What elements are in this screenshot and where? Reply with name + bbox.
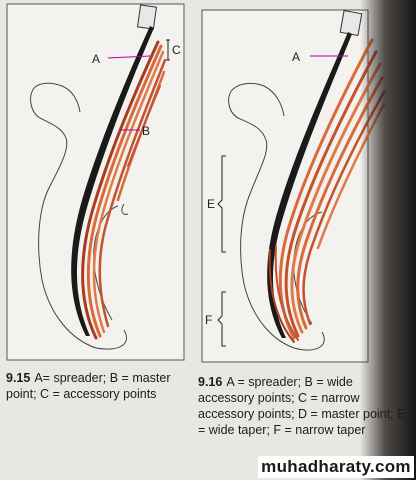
label-b-left: B bbox=[142, 124, 151, 138]
caption-number: 9.16 bbox=[198, 375, 223, 389]
label-a-left: A bbox=[92, 52, 101, 66]
watermark-banner: muhadharaty.com bbox=[258, 456, 414, 478]
label-f-right: F bbox=[205, 313, 213, 327]
bracket-f bbox=[217, 291, 226, 347]
gutta-percha-points-left bbox=[81, 40, 167, 340]
caption-number: 9.15 bbox=[6, 371, 31, 385]
figure-9-16-frame bbox=[201, 9, 369, 363]
label-a-right: A bbox=[292, 50, 301, 64]
gutta-percha-points-right bbox=[268, 38, 386, 343]
caption-text: A = spreader; B = wide accessory points;… bbox=[198, 375, 406, 437]
label-leaders-left bbox=[107, 55, 151, 131]
label-e-right: E bbox=[207, 197, 216, 211]
bracket-e bbox=[217, 155, 226, 253]
label-c-left: C bbox=[172, 43, 181, 57]
caption-text: A= spreader; B = master point; C = acces… bbox=[6, 371, 171, 401]
spreader-left bbox=[71, 4, 158, 336]
scan-shadow bbox=[360, 0, 416, 480]
